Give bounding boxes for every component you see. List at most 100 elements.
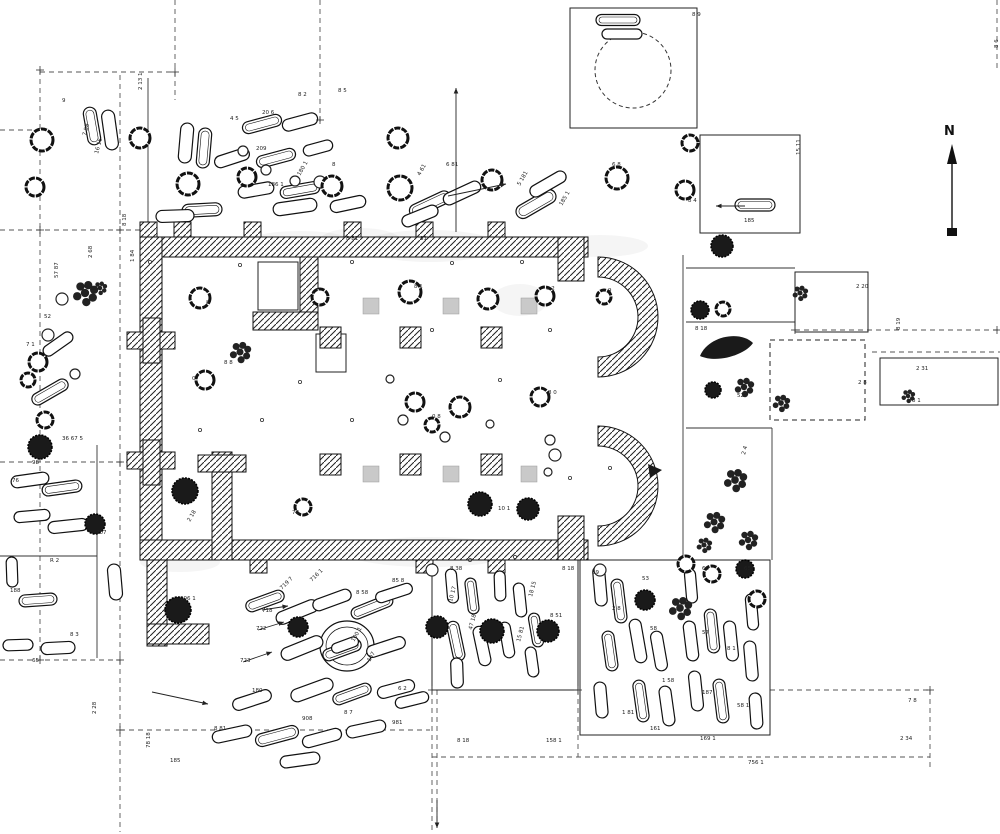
- wall-segment: [146, 623, 210, 645]
- grave: [290, 677, 334, 703]
- grave: [595, 13, 641, 27]
- rubble-stone: [741, 390, 749, 398]
- feature-label: 180 1: [297, 160, 310, 177]
- pier-base: [399, 453, 422, 476]
- trench-box: [794, 271, 869, 333]
- feature-label: 8 5: [338, 88, 347, 94]
- wall-segment: [252, 311, 319, 331]
- trench-box: [699, 134, 801, 234]
- feature-label: 8 8: [224, 360, 233, 366]
- grave: [211, 724, 253, 744]
- trench-box: [579, 559, 771, 736]
- feature-label: 36 67 5: [62, 436, 83, 442]
- feature-label: 8 81: [346, 236, 358, 242]
- rubble-stone: [745, 543, 753, 551]
- feature-label: 1 58: [662, 678, 675, 684]
- rubble-stone: [747, 381, 755, 388]
- grave: [10, 471, 50, 489]
- feature-label: 81: [420, 236, 427, 242]
- trench-grid-solid: [0, 78, 795, 658]
- rubble-stone: [229, 351, 237, 359]
- pit-small: [55, 292, 69, 306]
- wall-segment: [487, 221, 506, 238]
- pit-small: [544, 434, 556, 446]
- feature-label: 4 61: [417, 163, 428, 177]
- pit-small: [69, 368, 81, 380]
- feature-label: 57: [702, 630, 709, 636]
- grave: [366, 636, 406, 658]
- feature-label: 8 18: [457, 738, 470, 744]
- feature-label: 8 1: [414, 284, 423, 290]
- rubble-stone: [738, 539, 746, 546]
- pit-outline: [320, 174, 344, 198]
- feature-label: 1 81: [622, 710, 634, 716]
- feature-label: 8 9: [692, 12, 701, 18]
- pit-outline: [676, 554, 696, 574]
- rubble-stone: [740, 383, 748, 391]
- rubble-stone: [713, 511, 721, 519]
- rubble-stone: [707, 540, 713, 546]
- pit-small: [548, 448, 562, 462]
- rubble-stone: [706, 545, 712, 551]
- find-dot: [259, 417, 264, 422]
- feature-label: 2 68: [88, 245, 94, 258]
- rubble-stone: [802, 293, 808, 299]
- grave: [255, 147, 297, 169]
- feature-label: 8 51: [550, 613, 562, 619]
- rubble-stone: [80, 288, 90, 298]
- feature-label: 8 1: [727, 646, 736, 652]
- feature-label: 16 16: [94, 137, 104, 154]
- rubble-stone: [76, 282, 85, 291]
- rubble-stone: [101, 288, 107, 293]
- grave: [687, 670, 705, 712]
- feature-label: 206 1: [180, 596, 196, 602]
- rubble-stone: [718, 515, 726, 523]
- feature-label: 8: [332, 162, 336, 168]
- pit-outline: [476, 287, 500, 311]
- pier-base-robbed: [362, 465, 380, 483]
- pit-outline: [534, 285, 556, 307]
- wall-segment: [139, 236, 589, 258]
- feature-label: 65: [32, 658, 39, 664]
- wall-segment: [142, 439, 161, 486]
- pit-outline: [604, 165, 630, 191]
- rubble-stone: [683, 608, 692, 617]
- pit-small: [543, 467, 553, 477]
- feature-label: 52: [44, 314, 51, 320]
- rubble-stone: [93, 287, 99, 292]
- rubble-stone: [99, 281, 104, 287]
- feature-label: 722: [256, 626, 267, 632]
- grave: [649, 630, 669, 672]
- grave: [106, 563, 124, 601]
- pier-base-robbed: [520, 297, 538, 315]
- feature-label: 9: [62, 98, 66, 104]
- rubble-stone: [239, 341, 247, 349]
- pit-dark: [171, 477, 199, 505]
- feature-label: 2 4: [741, 445, 749, 455]
- grave: [703, 608, 721, 654]
- pit-outline: [19, 371, 37, 389]
- rubble-stone: [732, 484, 741, 493]
- grave: [450, 657, 464, 689]
- feature-label: 85 8: [392, 578, 405, 584]
- rubble-stone: [798, 296, 804, 302]
- grave: [734, 198, 776, 212]
- grave: [401, 204, 439, 228]
- rubble-stone: [244, 345, 252, 353]
- dark-features: [319, 336, 753, 672]
- pit-small: [289, 175, 301, 187]
- grave: [529, 170, 567, 198]
- pier-base: [319, 453, 342, 476]
- small-dots: [147, 259, 613, 563]
- rubble-stone: [779, 406, 785, 413]
- north-label: N: [944, 124, 955, 139]
- wall-segment: [142, 317, 161, 364]
- find-dot: [237, 262, 242, 267]
- wall-segment: [343, 221, 362, 238]
- feature-label: 2 13 1: [138, 73, 144, 91]
- pit-outline: [27, 351, 49, 373]
- grave: [330, 636, 360, 654]
- grave: [302, 139, 334, 157]
- feature-label: 2 18: [187, 509, 199, 523]
- find-dot: [513, 555, 518, 560]
